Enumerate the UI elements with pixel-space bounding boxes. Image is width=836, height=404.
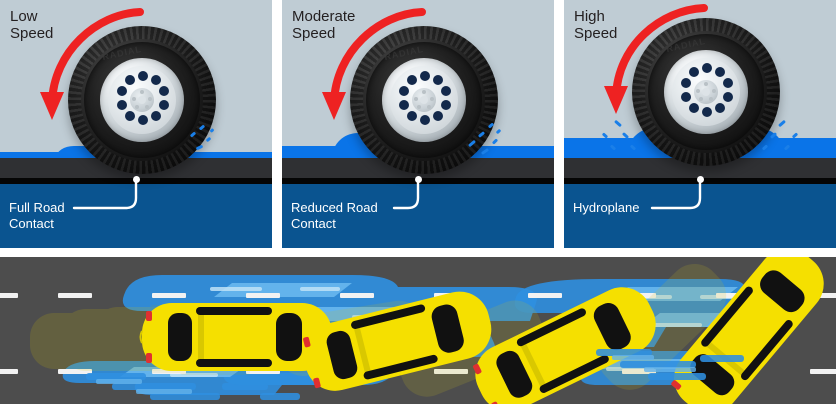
lug-nut <box>712 89 716 93</box>
rim-hole <box>151 111 161 121</box>
rim-hole <box>723 92 733 102</box>
rim-hole <box>715 103 725 113</box>
rim-hole <box>399 86 409 96</box>
tire: RADIAL <box>350 26 498 174</box>
rim-hole <box>681 92 691 102</box>
lug-nut <box>430 97 434 101</box>
lane-dash <box>528 293 562 298</box>
wheel-rim <box>100 58 184 142</box>
lug-nut <box>709 97 713 101</box>
speed-panels-row: RADIAL <box>0 0 836 248</box>
rim-hole <box>399 100 409 110</box>
panel-moderate-speed: RADIAL <box>282 0 554 248</box>
rim-hole <box>125 75 135 85</box>
lug-nut <box>699 97 703 101</box>
rim-hole <box>702 107 712 117</box>
lane-dash <box>340 293 374 298</box>
lane-dash <box>434 369 468 374</box>
rim-hole <box>117 100 127 110</box>
leader-line <box>392 180 420 210</box>
rim-hole <box>689 103 699 113</box>
rim-hole <box>441 86 451 96</box>
hub-center-cap <box>420 96 428 104</box>
rim-hole <box>689 67 699 77</box>
section-divider <box>0 248 836 257</box>
lane-dash <box>246 369 280 374</box>
contact-point-marker <box>133 176 140 183</box>
wheel-rim <box>664 50 748 134</box>
contact-label: Reduced Road Contact <box>291 200 378 231</box>
water-spray-streaks <box>86 349 744 400</box>
rim-hole <box>125 111 135 121</box>
rim-hole <box>715 67 725 77</box>
lug-nut <box>145 105 149 109</box>
lug-nut <box>414 97 418 101</box>
lug-nut <box>148 97 152 101</box>
tire: RADIAL <box>68 26 216 174</box>
rim-hole <box>441 100 451 110</box>
rim-hole <box>159 100 169 110</box>
lane-dash <box>58 369 92 374</box>
road-cross-section <box>564 158 836 178</box>
rim-hole <box>138 71 148 81</box>
lane-dash <box>810 293 836 298</box>
lug-nut <box>132 97 136 101</box>
rim-hole <box>433 111 443 121</box>
speed-label: High Speed <box>574 8 618 42</box>
lane-dash <box>622 369 656 374</box>
wheel-hub <box>412 88 436 112</box>
speed-label: Low Speed <box>10 8 54 42</box>
contact-label: Full Road Contact <box>9 200 65 231</box>
rim-hole <box>151 75 161 85</box>
panel-high-speed: RADIAL <box>564 0 836 248</box>
lug-nut <box>135 105 139 109</box>
speed-label: Moderate Speed <box>292 8 356 42</box>
wheel-rim <box>382 58 466 142</box>
rim-hole <box>723 78 733 88</box>
lane-dash <box>152 369 186 374</box>
car-sliding <box>473 287 656 404</box>
rim-hole <box>433 75 443 85</box>
rim-hole <box>407 75 417 85</box>
road-scene <box>0 257 836 404</box>
rim-hole <box>420 71 430 81</box>
leader-line <box>72 180 138 210</box>
lane-dash <box>58 293 92 298</box>
wheel-hub <box>130 88 154 112</box>
lane-dash <box>0 293 18 298</box>
rotation-arrow-icon <box>322 8 426 120</box>
contact-point-marker <box>415 176 422 183</box>
leader-line <box>650 180 702 210</box>
rim-hole <box>159 86 169 96</box>
rim-hole <box>138 115 148 125</box>
rotation-arrow-icon <box>40 8 144 120</box>
lane-dash <box>246 293 280 298</box>
car-spun-out <box>671 257 824 404</box>
rim-hole <box>420 115 430 125</box>
panel-low-speed: RADIAL <box>0 0 272 248</box>
lane-dash <box>716 293 750 298</box>
wheel-hub <box>694 80 718 104</box>
lug-nut <box>704 82 708 86</box>
rim-hole <box>702 63 712 73</box>
lug-nut <box>427 105 431 109</box>
lug-nut <box>422 90 426 94</box>
rim-hole <box>407 111 417 121</box>
hub-center-cap <box>138 96 146 104</box>
rim-hole <box>117 86 127 96</box>
contact-point-marker <box>697 176 704 183</box>
lane-dash <box>152 293 186 298</box>
lug-nut <box>140 90 144 94</box>
lug-nut <box>696 89 700 93</box>
tire: RADIAL <box>632 18 780 166</box>
car-beginning-to-slide <box>303 291 492 391</box>
hub-center-cap <box>702 88 710 96</box>
contact-label: Hydroplane <box>573 200 640 215</box>
lug-nut <box>417 105 421 109</box>
lane-dash <box>810 369 836 374</box>
lane-dash <box>0 369 18 374</box>
rim-hole <box>681 78 691 88</box>
rotation-arrow-icon <box>604 4 708 114</box>
